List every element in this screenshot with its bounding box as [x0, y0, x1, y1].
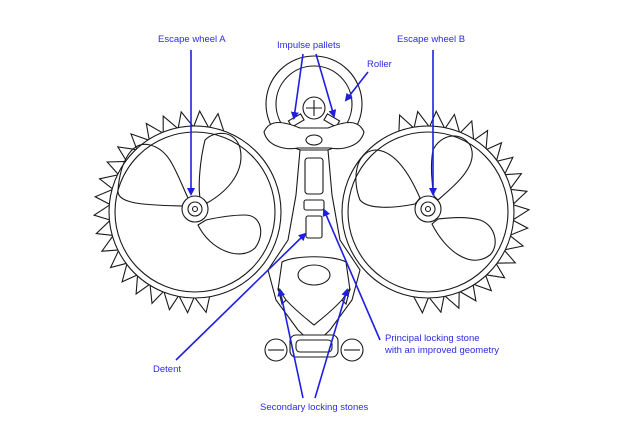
- escape-wheel-tooth: [92, 203, 111, 221]
- arrow-impulse-pallet-left: [290, 53, 304, 120]
- arrow-impulse-pallet-right: [315, 53, 337, 118]
- arrow-principal-locking-stone: [322, 208, 381, 341]
- label-detent: Detent: [153, 364, 181, 375]
- label-impulse-pallets: Impulse pallets: [277, 40, 341, 51]
- escape-wheel-a: [92, 109, 282, 314]
- arrow-detent: [175, 232, 307, 361]
- annotation-labels: Escape wheel A Impulse pallets Escape wh…: [153, 34, 499, 413]
- escape-wheel-b-hub: [414, 195, 442, 223]
- arrow-roller: [344, 71, 369, 102]
- label-principal-locking-stone-line1: Principal locking stone: [385, 333, 480, 344]
- escape-wheel-b: [341, 109, 531, 315]
- arrow-secondary-locking-stone-left: [277, 288, 304, 399]
- label-roller: Roller: [367, 59, 392, 70]
- label-escape-wheel-b: Escape wheel B: [397, 34, 465, 45]
- annotation-arrows: [175, 50, 437, 399]
- escape-wheel-a-hub: [181, 195, 209, 223]
- label-escape-wheel-a: Escape wheel A: [158, 34, 226, 45]
- principal-locking-stone: [303, 199, 325, 211]
- label-secondary-locking-stones: Secondary locking stones: [260, 402, 369, 413]
- label-principal-locking-stone-line2: with an improved geometry: [384, 345, 499, 356]
- arrow-secondary-locking-stone-right: [314, 288, 350, 399]
- escape-wheel-tooth: [512, 203, 531, 222]
